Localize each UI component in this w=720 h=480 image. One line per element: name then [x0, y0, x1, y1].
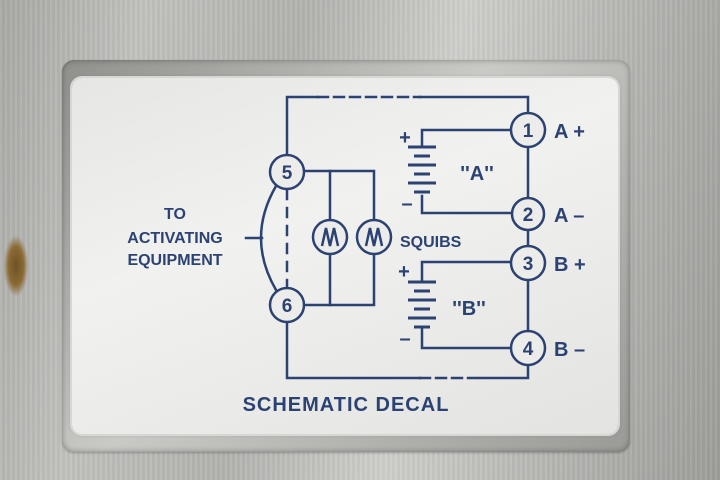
terminal-5-circle — [268, 153, 306, 191]
side-label-line-1: TO — [164, 206, 186, 223]
terminal-1-circle — [509, 111, 547, 149]
squib-filament-icon — [364, 227, 384, 247]
battery-a-plus-wire — [420, 128, 514, 148]
battery-a-label: ''A'' — [460, 163, 493, 185]
squib-wire — [302, 252, 376, 307]
battery-a-plus-sign: + — [399, 127, 411, 149]
squibs-label: SQUIBS — [400, 234, 462, 251]
squib-wire — [302, 169, 376, 222]
terminal-3-number: 3 — [523, 254, 534, 275]
side-label-line-3: EQUIPMENT — [127, 252, 222, 269]
terminal-2-circle — [510, 196, 546, 232]
squib-icon — [311, 218, 349, 256]
battery-b-symbol — [408, 280, 436, 329]
terminal-1-number: 1 — [523, 121, 534, 142]
terminal-4-circle — [509, 329, 547, 367]
battery-b-minus-sign: – — [399, 328, 410, 350]
top-wire — [285, 95, 320, 157]
squib-filament-icon — [320, 227, 340, 247]
terminal-4-label: B – — [554, 339, 585, 361]
terminal-1-label: A + — [554, 121, 585, 143]
rust-stain — [4, 236, 28, 296]
battery-a-minus-wire — [420, 194, 514, 215]
squib-icon — [355, 218, 393, 256]
battery-b-label: ''B'' — [452, 298, 485, 320]
bottom-wire — [285, 320, 422, 380]
side-label-line-2: ACTIVATING — [127, 230, 222, 247]
terminal-2-label: A – — [554, 205, 584, 227]
terminal-4-number: 4 — [523, 339, 534, 360]
terminal-2-number: 2 — [523, 205, 534, 226]
battery-b-plus-wire — [420, 260, 514, 282]
terminal-3-label: B + — [554, 254, 586, 276]
battery-a-symbol — [408, 145, 436, 194]
top-wire — [418, 95, 530, 115]
decal-title: SCHEMATIC DECAL — [243, 394, 450, 416]
terminal-3-circle — [509, 244, 547, 282]
battery-b-minus-wire — [420, 326, 514, 350]
terminal-5-number: 5 — [282, 163, 293, 184]
terminal-6-circle — [268, 286, 306, 324]
bottom-wire — [478, 363, 530, 380]
battery-a-minus-sign: – — [401, 193, 412, 215]
terminal-6-number: 6 — [282, 296, 293, 317]
battery-b-plus-sign: + — [398, 261, 410, 283]
